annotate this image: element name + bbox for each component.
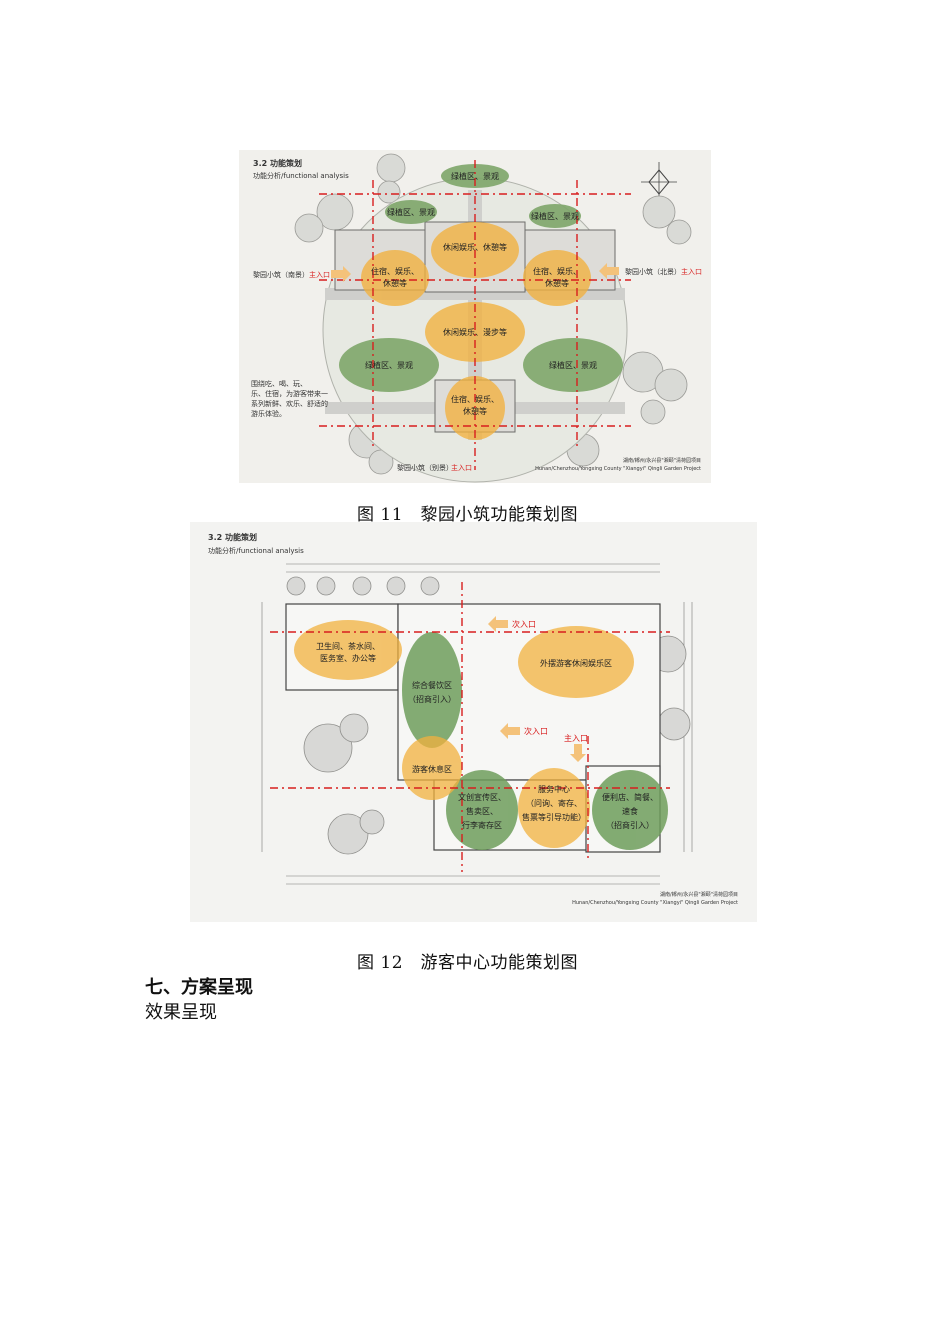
green-zones [402,632,668,850]
orange-zones [361,222,591,440]
note-line-2: 乐、住宿，为游客带来一 [251,389,328,398]
figure-12-caption: 图 12 游客中心功能策划图 [357,953,579,973]
entrance-left-tag: 主入口 [309,270,330,279]
zone-culture-1: 文创宣传区、 [458,792,506,802]
zone-label-bottom-1: 住宿、娱乐、 [451,394,499,404]
note-line-1: 围绕吃、喝、玩、 [251,379,307,388]
figure-11-caption: 图 11 黎园小筑功能策划图 [357,505,579,525]
zone-label-center-mid: 休闲娱乐、漫步等 [443,327,507,337]
note-line-3: 系列新鲜、欢乐、舒适的 [251,399,328,408]
zone-dining-2: （招商引入） [408,694,456,704]
zone-label-left-bottom-green: 绿植区、景观 [365,360,413,370]
zone-service-3: 售票等引导功能） [522,812,586,822]
zone-dining-1: 综合餐饮区 [412,680,452,690]
zone-service-2: （问询、寄存、 [526,798,582,808]
entrance-secondary-2: 次入口 [524,726,548,736]
fig12-header-title: 3.2 功能策划 [208,532,257,542]
zone-restroom-2: 医务室、办公等 [320,653,376,663]
figure-11-function-plan: 3.2 功能策划 功能分析/functional analysis [239,150,711,483]
zone-culture-2: 售卖区、 [466,806,498,816]
entrance-bottom-label: 黎园小筑（别景） [397,463,453,472]
zone-label-left-mid-1: 住宿、娱乐、 [371,266,419,276]
arrow-main-entrance-icon [570,744,586,762]
note-line-4: 游乐体验。 [251,409,286,418]
figure-12-function-plan: 3.2 功能策划 功能分析/functional analysis [190,522,757,922]
fig11-footer-en: Hunan/Chenzhou/Yongxing County "Xiangyi"… [535,466,701,472]
figure-11-drawing: 3.2 功能策划 功能分析/functional analysis [251,153,702,483]
entrance-secondary-1: 次入口 [512,619,536,629]
zone-rest: 游客休息区 [412,764,452,774]
section-heading: 七、方案呈现 [145,977,253,998]
fig11-footer-cn: 湖南/郴州/永兴县"湘颐"清荷园项目 [623,457,701,464]
fig12-footer-cn: 湖南/郴州/永兴县"湘颐"清荷园项目 [660,891,738,898]
zone-culture-3: 行李寄存区 [462,820,502,830]
zone-store-3: （招商引入） [606,820,654,830]
zone-label-bottom-2: 休憩等 [463,406,487,416]
compass-icon [641,162,677,202]
entrance-bottom-tag: 主入口 [451,463,472,472]
entrance-right-label: 黎园小筑（北景） [625,267,681,276]
arrow-right-icon [599,263,619,279]
entrance-main: 主入口 [564,733,588,743]
zone-restroom-1: 卫生间、茶水间、 [316,641,380,651]
figure-12-drawing: 3.2 功能策划 功能分析/functional analysis [208,532,738,906]
fig11-header-subtitle: 功能分析/functional analysis [253,171,349,180]
red-axes [319,160,631,470]
zone-label-right-top-green: 绿植区、景观 [531,211,579,221]
entrance-left-label: 黎园小筑（南景） [253,270,309,279]
arrow-entrance-2-icon [500,723,520,739]
fig12-footer-en: Hunan/Chenzhou/Yongxing County "Xiangyi"… [572,900,738,906]
fig12-header-subtitle: 功能分析/functional analysis [208,546,304,555]
zone-label-center-top: 休闲娱乐、休憩等 [443,242,507,252]
zone-label-left-top-green: 绿植区、景观 [387,207,435,217]
entrance-right-tag: 主入口 [681,267,702,276]
arrow-left-icon [331,266,351,282]
zone-label-right-mid-2: 休憩等 [545,278,569,288]
zone-label-right-mid-1: 住宿、娱乐、 [533,266,581,276]
zone-label-top-green: 绿植区、景观 [451,171,499,181]
zone-label-left-mid-2: 休憩等 [383,278,407,288]
red-axes [270,582,670,872]
dimension-lines [261,563,693,885]
tree-icons [294,153,692,475]
zone-label-right-bottom-green: 绿植区、景观 [549,360,597,370]
fig11-header-title: 3.2 功能策划 [253,158,302,168]
arrow-entrance-1-icon [488,616,508,632]
green-zones [339,164,623,392]
zone-store-2: 速食 [622,806,638,816]
zone-service-1: 服务中心 [538,784,570,794]
section-text: 效果呈现 [145,1002,217,1023]
zone-store-1: 便利店、简餐、 [602,792,658,802]
zone-lounge: 外摆游客休闲娱乐区 [540,658,612,668]
